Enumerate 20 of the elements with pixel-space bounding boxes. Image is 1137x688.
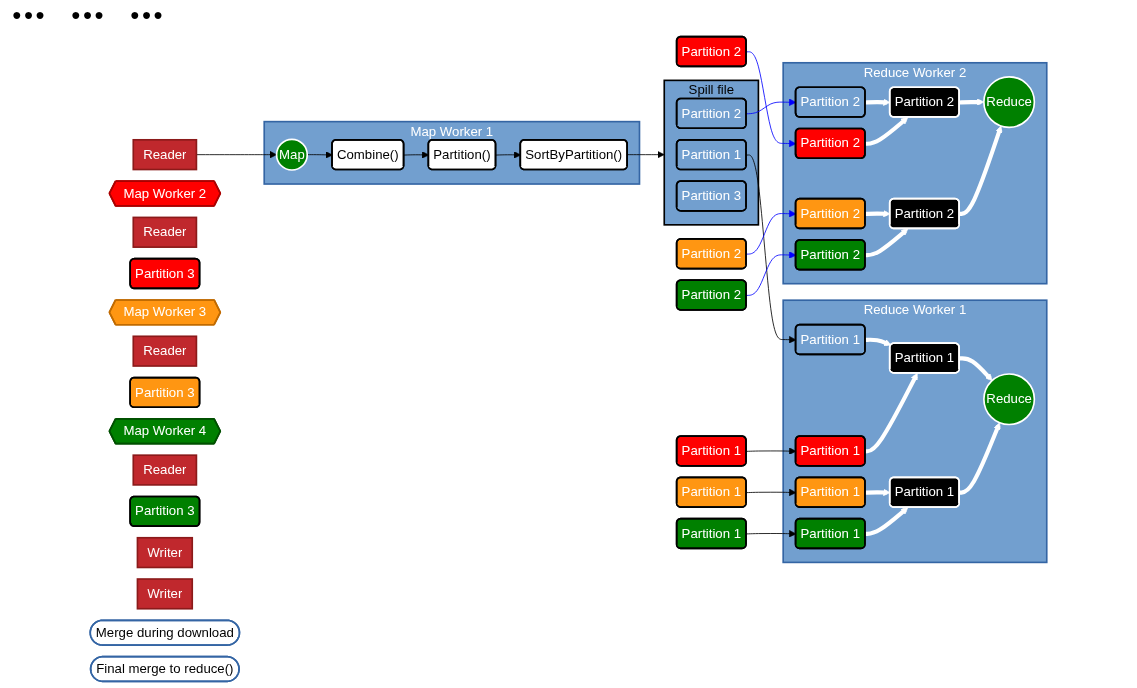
ellipsis-dots: ●●●	[71, 6, 106, 24]
node-box: Reader	[132, 216, 198, 248]
arrow	[865, 117, 909, 146]
arrow	[959, 125, 1003, 216]
arrow	[865, 372, 918, 454]
node-circle: Reduce	[983, 373, 1036, 426]
node-box: Reader	[132, 335, 198, 367]
ellipsis-dots: ●●●	[12, 6, 47, 24]
node-circle: Reduce	[983, 76, 1036, 129]
arrow	[959, 356, 993, 381]
node-box: Reader	[132, 454, 198, 486]
node-box: Writer	[136, 536, 194, 569]
node-box: Reader	[132, 138, 198, 171]
node-circle: Map	[275, 138, 309, 171]
arrow	[865, 337, 892, 346]
ellipsis-dots: ●●●	[130, 6, 165, 24]
arrow	[959, 422, 1001, 495]
arrow	[865, 228, 909, 258]
node-box: Writer	[136, 578, 194, 610]
arrow	[865, 507, 909, 536]
